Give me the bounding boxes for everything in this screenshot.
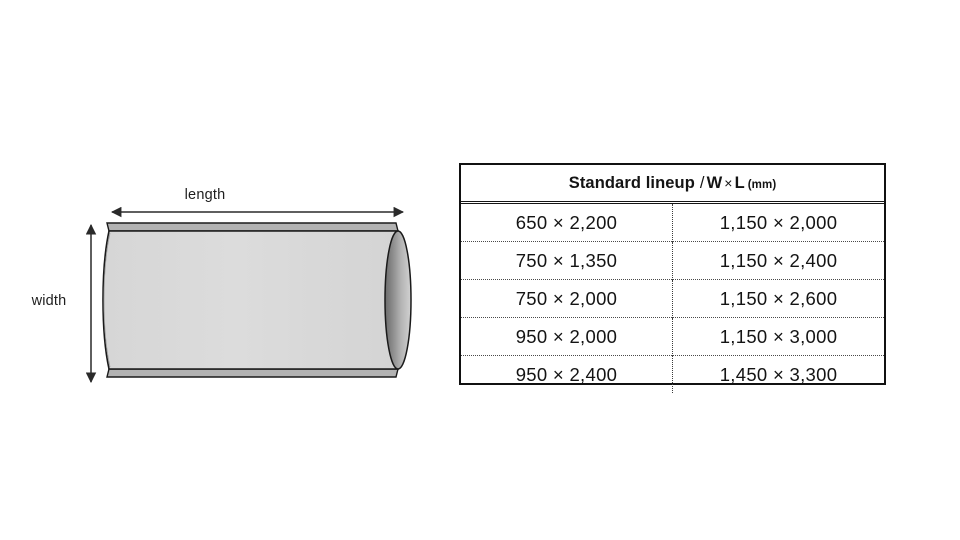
length-dimension-label: length bbox=[184, 187, 226, 203]
header-w-symbol: W bbox=[706, 173, 723, 192]
header-times-symbol: × bbox=[724, 174, 733, 191]
table-head: Standard lineup/W×L(mm) bbox=[461, 165, 884, 204]
size-cell: 650 × 2,200 bbox=[461, 202, 673, 242]
size-cell: 1,150 × 2,400 bbox=[672, 241, 884, 280]
table-row: 750 × 2,000 1,150 × 2,600 bbox=[461, 279, 884, 318]
table-header-row: Standard lineup/W×L(mm) bbox=[461, 165, 884, 204]
table-row: 750 × 1,350 1,150 × 2,400 bbox=[461, 241, 884, 280]
size-cell: 1,150 × 2,600 bbox=[672, 279, 884, 318]
size-cell: 950 × 2,000 bbox=[461, 317, 673, 356]
table-body: 650 × 2,200 1,150 × 2,000 750 × 1,350 1,… bbox=[461, 202, 884, 393]
width-dimension-label: width bbox=[31, 293, 67, 309]
size-cell: 750 × 1,350 bbox=[461, 241, 673, 280]
header-l-symbol: L bbox=[734, 173, 745, 192]
roll-body bbox=[102, 222, 412, 378]
table-row: 950 × 2,400 1,450 × 3,300 bbox=[461, 355, 884, 393]
size-cell: 1,150 × 3,000 bbox=[672, 317, 884, 356]
table-row: 950 × 2,000 1,150 × 3,000 bbox=[461, 317, 884, 356]
roll-cylindrical-surface bbox=[102, 230, 399, 370]
header-unit-text: (mm) bbox=[747, 178, 777, 191]
header-title-text: Standard lineup bbox=[568, 173, 695, 192]
size-cell: 1,150 × 2,000 bbox=[719, 211, 838, 233]
standard-lineup-table: Standard lineup/W×L(mm) 650 × 2,200 1,15… bbox=[459, 163, 886, 393]
size-cell: 950 × 2,400 bbox=[461, 355, 673, 393]
table-row: 650 × 2,200 1,150 × 2,000 bbox=[461, 202, 884, 242]
roll-top-edge-band bbox=[106, 222, 399, 232]
roll-diagram-graphic bbox=[85, 206, 412, 384]
table-title-cell: Standard lineup/W×L(mm) bbox=[461, 165, 884, 204]
roll-bottom-edge-band bbox=[106, 368, 399, 378]
size-cell: 1,450 × 3,300 bbox=[672, 355, 884, 393]
roll-left-edge-highlight bbox=[103, 232, 111, 368]
roll-end-cap bbox=[384, 230, 412, 370]
header-slash: / bbox=[699, 173, 705, 192]
roll-product-diagram: length width bbox=[0, 160, 450, 405]
lineup-table: Standard lineup/W×L(mm) 650 × 2,200 1,15… bbox=[461, 165, 884, 393]
size-cell: 750 × 2,000 bbox=[461, 279, 673, 318]
